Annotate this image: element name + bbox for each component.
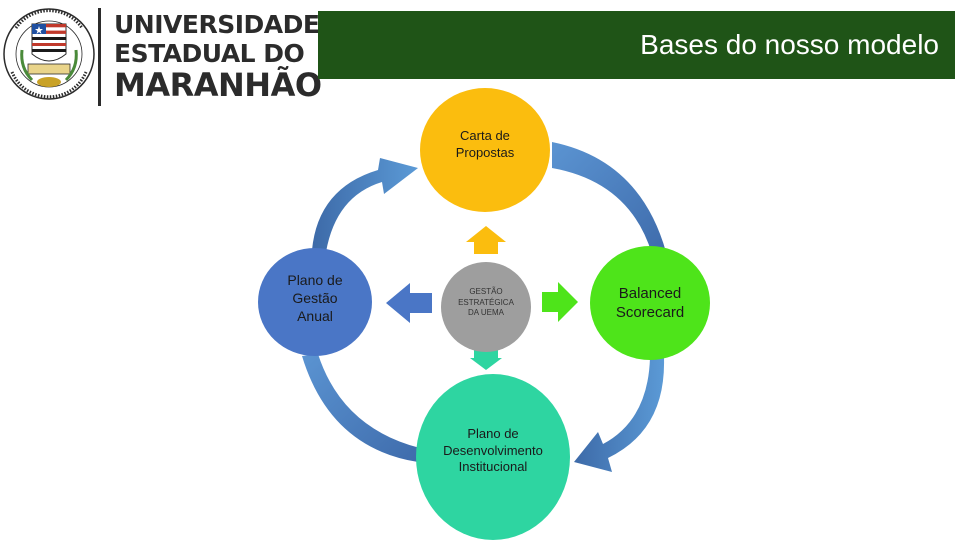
- cycle-arrow-bottom-to-left: [302, 354, 420, 462]
- arrow-left-to-left-node: [386, 283, 432, 323]
- cycle-arrow-left-to-top: [312, 158, 418, 252]
- node-carta-de-propostas: Carta de Propostas: [420, 88, 550, 212]
- node-label: Balanced Scorecard: [615, 284, 685, 322]
- node-balanced-scorecard: Balanced Scorecard: [590, 246, 710, 360]
- university-seal-icon: [3, 8, 95, 100]
- logo-divider: [98, 8, 101, 106]
- arrow-right-to-right-node: [542, 282, 578, 322]
- node-plano-de-desenvolvimento-institucional: Plano de Desenvolvimento Institucional: [416, 374, 570, 540]
- cycle-arrow-right-to-bottom: [574, 358, 665, 472]
- logo-line-2: ESTADUAL DO: [114, 39, 305, 68]
- cycle-arrow-top-to-right: [552, 142, 666, 254]
- arrow-down-to-bottom: [470, 350, 502, 370]
- slide-title: Bases do nosso modelo: [640, 29, 939, 60]
- node-label: Carta de Propostas: [455, 128, 515, 160]
- node-plano-de-gestao-anual: Plano de Gestão Anual: [258, 248, 372, 356]
- logo-line-3: MARANHÃO: [114, 66, 322, 104]
- node-label: Plano de Desenvolvimento Institucional: [443, 425, 543, 475]
- header-bar: Bases do nosso modelo: [318, 11, 955, 79]
- logo-line-1: UNIVERSIDADE: [114, 10, 320, 39]
- node-label: Plano de Gestão Anual: [287, 271, 343, 325]
- node-label: GESTÃO ESTRATÉGICA DA UEMA: [458, 287, 514, 318]
- node-gestao-estrategica: GESTÃO ESTRATÉGICA DA UEMA: [441, 262, 531, 352]
- arrow-up-to-top: [466, 226, 506, 254]
- university-logo: UNIVERSIDADE ESTADUAL DO MARANHÃO: [0, 0, 322, 110]
